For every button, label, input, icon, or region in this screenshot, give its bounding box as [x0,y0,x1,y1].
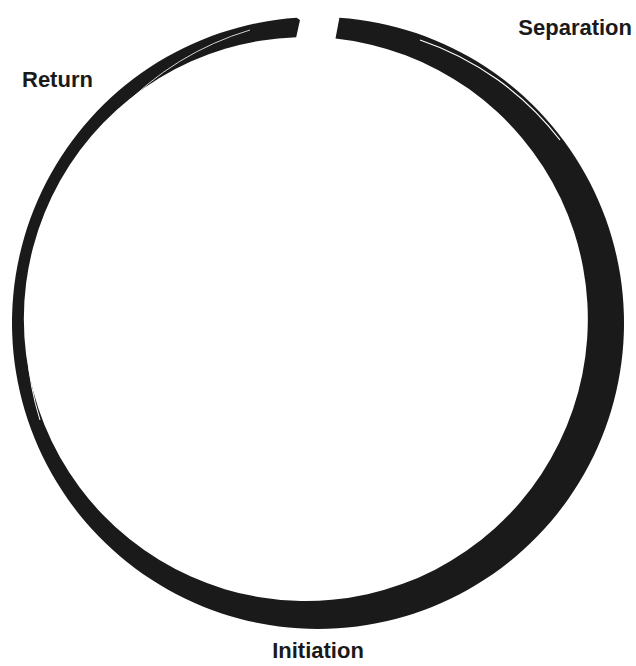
stage-label: Return [22,67,93,93]
stage-label: Separation [518,15,632,41]
brush-streak [26,160,80,420]
brush-streak [420,40,560,140]
brush-streak [120,30,250,110]
stage-label: Initiation [272,638,364,664]
brush-stroke [12,18,624,629]
